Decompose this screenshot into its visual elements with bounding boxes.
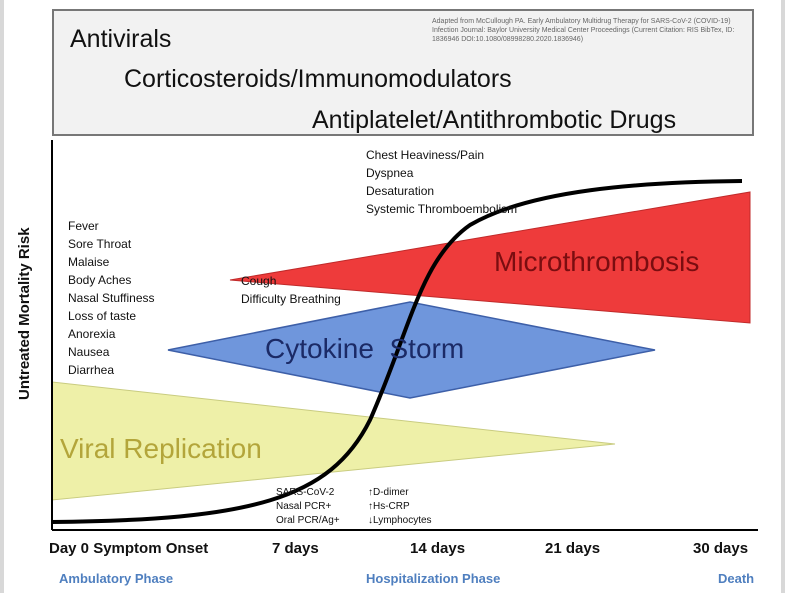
early-test-item: Oral PCR/Ag+ [276, 515, 340, 526]
cytokine-symptom-item: Difficulty Breathing [241, 292, 341, 306]
cytokine-storm-label: Cytokine Storm [265, 333, 465, 364]
symptom-item: Nasal Stuffiness [68, 291, 155, 305]
early-test-item: Nasal PCR+ [276, 501, 332, 512]
late-test-item: ↓Lymphocytes [368, 515, 432, 526]
drug-therapy-box: Antivirals Corticosteroids/Immunomodulat… [52, 9, 754, 136]
symptom-item: Diarrhea [68, 363, 115, 377]
phase-death: Death [718, 571, 755, 586]
symptom-item: Body Aches [68, 273, 132, 287]
symptom-item: Loss of taste [68, 309, 137, 323]
drug-corticosteroids: Corticosteroids/Immunomodulators [124, 65, 512, 93]
symptom-list: Fever Sore Throat Malaise Body Aches Nas… [68, 217, 155, 379]
x-tick-14days: 14 days [410, 540, 466, 557]
symptom-item: Malaise [68, 255, 110, 269]
x-tick-21days: 21 days [545, 540, 601, 557]
citation-text: Adapted from McCullough PA. Early Ambula… [432, 18, 735, 43]
phase-hospitalization: Hospitalization Phase [366, 571, 501, 586]
cytokine-symptom-item: Cough [241, 274, 277, 288]
thrombo-symptom-list: Chest Heaviness/Pain Dyspnea Desaturatio… [366, 146, 517, 218]
microthrombosis-label: Microthrombosis [494, 246, 700, 277]
late-test-item: ↑Hs-CRP [368, 501, 410, 512]
late-tests-list: ↑D-dimer ↑Hs-CRP ↓Lymphocytes [368, 486, 432, 528]
thrombo-symptom-item: Chest Heaviness/Pain [366, 148, 485, 162]
symptom-item: Fever [68, 219, 99, 233]
symptom-item: Sore Throat [68, 237, 132, 251]
phase-ambulatory: Ambulatory Phase [59, 571, 174, 586]
cytokine-storm-diamond [167, 301, 656, 399]
x-tick-day0: Day 0 Symptom Onset [49, 540, 209, 557]
thrombo-symptom-item: Desaturation [366, 184, 435, 198]
microthrombosis-wedge [229, 191, 751, 324]
thrombo-symptom-item: Dyspnea [366, 166, 414, 180]
viral-replication-label: Viral Replication [60, 433, 262, 464]
symptom-item: Nausea [68, 345, 110, 359]
x-tick-30days: 30 days [693, 540, 749, 557]
symptom-item: Anorexia [68, 327, 116, 341]
drug-antiplatelet: Antiplatelet/Antithrombotic Drugs [312, 106, 677, 134]
x-tick-7days: 7 days [272, 540, 319, 557]
drug-antivirals: Antivirals [70, 25, 172, 53]
early-tests-list: SARS-CoV-2 Nasal PCR+ Oral PCR/Ag+ [276, 486, 340, 528]
late-test-item: ↑D-dimer [368, 487, 409, 498]
early-test-item: SARS-CoV-2 [276, 487, 335, 498]
thrombo-symptom-item: Systemic Thromboembolism [366, 202, 518, 216]
y-axis-label: Untreated Mortality Risk [16, 227, 33, 400]
cytokine-symptom-list: Cough Difficulty Breathing [241, 272, 341, 308]
mortality-risk-curve [51, 179, 743, 524]
